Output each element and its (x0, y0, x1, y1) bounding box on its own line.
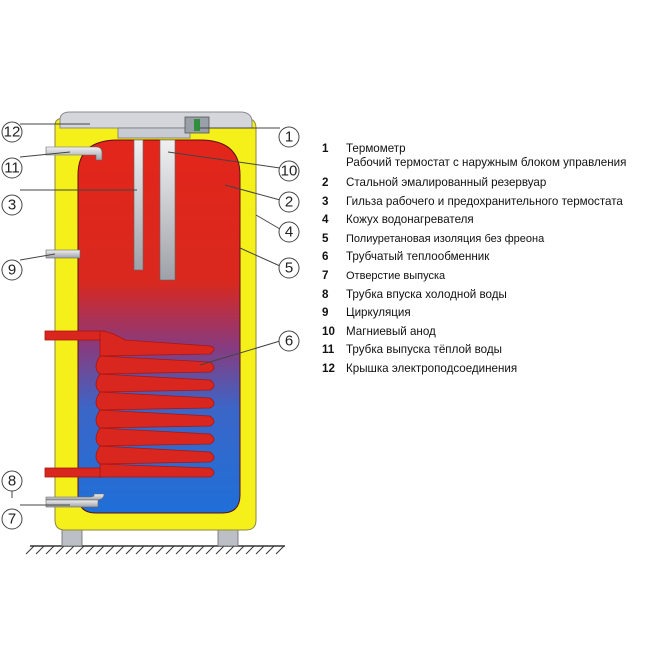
svg-text:1: 1 (285, 129, 293, 146)
svg-text:10: 10 (281, 163, 298, 180)
legend-item-6: 6 Трубчатый теплообменник (322, 250, 648, 269)
legend-item-11: 11 Трубка выпуска тёплой воды (322, 343, 648, 362)
callout-12: 12 (1, 121, 23, 143)
legend-text: Трубка выпуска тёплой воды (346, 343, 502, 357)
warm-water-outlet-pipe (45, 146, 103, 161)
legend-item-1: 1 Термометр Рабочий термостат с наружным… (322, 142, 648, 176)
callout-5: 5 (278, 257, 300, 279)
thermostat-sleeve (133, 139, 144, 271)
legend-text: Кожух водонагревателя (346, 213, 474, 227)
legend-text: Полиуретановая изоляция без фреона (346, 232, 545, 245)
legend-num: 9 (322, 306, 329, 320)
svg-text:9: 9 (8, 262, 16, 279)
legend-num: 11 (322, 343, 335, 357)
callout-2: 2 (278, 191, 300, 213)
right-foot (217, 528, 239, 547)
top-lid (59, 111, 253, 129)
thermometer-indicator (194, 119, 200, 131)
legend-num: 2 (322, 176, 329, 189)
control-block (117, 127, 191, 139)
legend-item-8: 8 Трубка впуска холодной воды (322, 288, 648, 307)
callout-9: 9 (1, 259, 23, 281)
heat-exchanger-coil (44, 330, 215, 478)
legend-num: 10 (322, 324, 335, 338)
legend-text: Трубчатый теплообменник (346, 250, 490, 264)
legend-item-3: 3 Гильза рабочего и предохранительного т… (322, 195, 648, 214)
callout-6: 6 (278, 330, 300, 352)
legend-num: 6 (322, 250, 329, 264)
callout-7: 7 (1, 508, 23, 530)
legend-text: Циркуляция (346, 306, 411, 320)
legend-item-2: 2 Стальной эмалированный резервуар (322, 176, 648, 195)
legend-num: 4 (322, 213, 329, 227)
legend-num: 1 (322, 142, 329, 155)
svg-text:6: 6 (285, 333, 293, 350)
legend-item-4: 4 Кожух водонагревателя (322, 213, 648, 232)
svg-text:2: 2 (285, 194, 293, 211)
callout-10: 10 (278, 160, 300, 182)
callout-11: 11 (1, 157, 23, 179)
callout-3: 3 (1, 194, 23, 216)
svg-text:11: 11 (4, 160, 20, 177)
legend-text: Крышка электроподсоединения (346, 361, 518, 375)
legend-text: Гильза рабочего и предохранительного тер… (346, 194, 623, 208)
legend-item-10: 10 Магниевый анод (322, 325, 648, 344)
legend-num: 8 (322, 287, 329, 301)
legend-num: 12 (322, 361, 335, 375)
legend: 1 Термометр Рабочий термостат с наружным… (322, 142, 648, 381)
legend-item-12: 12 Крышка электроподсоединения (322, 362, 648, 381)
legend-item-5: 5 Полиуретановая изоляция без фреона (322, 232, 648, 251)
legend-num: 5 (322, 231, 329, 245)
circulation-pipe (45, 249, 81, 259)
callout-4: 4 (278, 221, 300, 243)
legend-text: Стальной эмалированный резервуар (346, 176, 547, 189)
legend-text: Отверстие выпуска (346, 269, 446, 282)
callout-1: 1 (278, 126, 300, 148)
left-foot (61, 528, 83, 547)
svg-text:3: 3 (8, 197, 16, 214)
ground (25, 545, 285, 555)
svg-text:5: 5 (285, 260, 293, 277)
callout-8: 8 (1, 470, 23, 492)
svg-text:4: 4 (285, 224, 293, 241)
svg-text:8: 8 (8, 473, 16, 490)
magnesium-anode (159, 139, 176, 281)
cold-water-inlet-pipe (45, 493, 105, 501)
legend-text: Магниевый анод (346, 324, 436, 338)
svg-text:12: 12 (4, 124, 21, 141)
legend-item-9: 9 Циркуляция (322, 306, 648, 325)
legend-text: Трубка впуска холодной воды (346, 287, 507, 301)
legend-text: Термометр Рабочий термостат с наружным б… (346, 142, 627, 169)
leader-lines (11, 123, 281, 506)
legend-num: 3 (322, 194, 329, 208)
svg-text:7: 7 (8, 511, 16, 528)
legend-item-7: 7 Отверстие выпуска (322, 269, 648, 288)
drain-outlet-pipe (45, 499, 99, 508)
legend-num: 7 (322, 268, 329, 282)
